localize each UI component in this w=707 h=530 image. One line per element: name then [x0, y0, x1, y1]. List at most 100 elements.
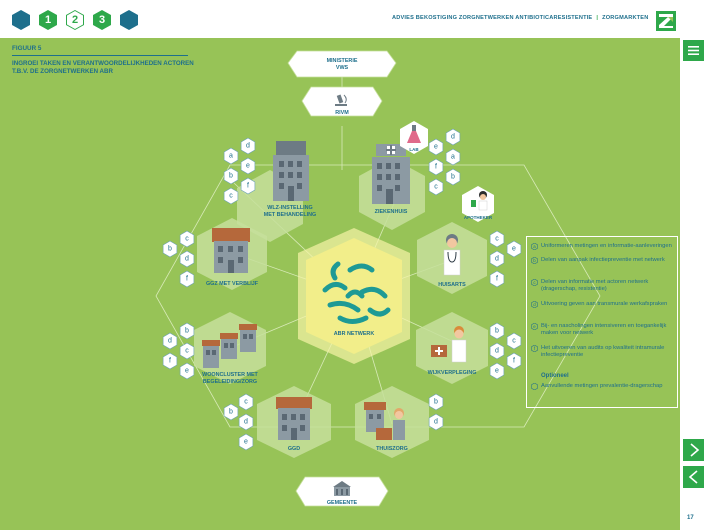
letter-badge-huisarts-c: [489, 230, 505, 248]
rivm-label: RIVM: [335, 110, 349, 116]
letter-badge-wijk-e: [489, 362, 505, 380]
letter-badge-woon-d: [162, 332, 178, 350]
legend-item: f Het uitvoeren van audits op kwaliteit i…: [531, 345, 674, 359]
letter-badge-wijk-f: [506, 352, 522, 370]
hexagon-icon: [531, 383, 538, 390]
letter-badge-wlz-f: [240, 177, 256, 195]
wlz-sublabel: MET BEHANDELING: [264, 212, 316, 218]
ministerie-sublabel: VWS: [336, 65, 349, 71]
svg-text:c: c: [533, 280, 536, 285]
lab-label: LAB: [409, 147, 419, 152]
chapter-nav-item-4[interactable]: [120, 10, 138, 30]
wlz-label: WLZ-INSTELLING: [267, 205, 313, 211]
letter-badge-wlz-b: [223, 167, 239, 185]
center-label: ABR NETWERK: [334, 331, 375, 337]
letter-badge-ziekenhuis-d: [445, 128, 461, 146]
pharmacist-icon: [471, 191, 488, 211]
letter-badge-label: e: [246, 163, 250, 170]
letter-badge-wlz-d: [240, 137, 256, 155]
menu-button[interactable]: [683, 40, 704, 61]
actor-ziekenhuis: ZIEKENHUIS: [359, 144, 425, 230]
house-icon: [212, 228, 250, 273]
svg-text:a: a: [533, 244, 536, 249]
letter-badge-label: d: [168, 338, 172, 345]
apotheker-label: APOTHEKER: [464, 215, 493, 220]
houses-icon: [202, 324, 257, 368]
legend-item: c Delen van informatie met actoren netwer…: [531, 279, 674, 293]
letter-badge-ziekenhuis-e: [428, 138, 444, 156]
legend-optional-heading: Optioneel: [541, 373, 569, 379]
hexagon-icon: e: [531, 323, 538, 330]
letter-badge-label: b: [185, 328, 189, 335]
legend-item-text: Delen van aanpak infectiepreventie met n…: [541, 257, 665, 263]
letter-badge-woon-b: [179, 322, 195, 340]
letter-badge-ggz-d: [179, 250, 195, 268]
letter-badge-label: f: [435, 164, 437, 171]
letter-badge-label: d: [434, 419, 438, 426]
ggz-label: GGZ MET VERBLIJF: [206, 281, 259, 287]
actor-lab: LAB: [400, 121, 428, 154]
microscope-icon: [335, 94, 347, 106]
letter-badge-label: d: [185, 256, 189, 263]
ziekenhuis-label: ZIEKENHUIS: [375, 209, 408, 215]
wijk-label: WIJKVERPLEGING: [428, 370, 477, 376]
letter-badge-ggz-b: [162, 240, 178, 258]
letter-badge-thuiszorg-b: [428, 393, 444, 411]
letter-badge-ggd-c: [238, 393, 254, 411]
letter-badge-label: d: [495, 256, 499, 263]
letter-badge-woon-e: [179, 362, 195, 380]
document-header: ADVIES BEKOSTIGING ZORGNETWERKEN ANTIBIO…: [392, 15, 649, 21]
legend-item-text: Het uitvoeren van audits op kwaliteit in…: [541, 345, 665, 358]
bacteria-icon: [322, 261, 391, 324]
letter-badge-woon-c: [179, 342, 195, 360]
letter-badge-label: c: [185, 236, 189, 243]
letter-badge-label: c: [244, 399, 248, 406]
previous-page-button[interactable]: [683, 466, 704, 488]
ministerie-node: MINISTERIE VWS: [287, 50, 397, 78]
chapter-nav-item-3[interactable]: 3: [93, 10, 111, 30]
letter-badge-label: a: [229, 153, 233, 160]
abr-network-center: ABR NETWERK: [298, 228, 410, 364]
actor-ggz: GGZ MET VERBLIJF: [197, 218, 267, 290]
next-page-button[interactable]: [683, 439, 704, 461]
letter-badge-label: f: [496, 276, 498, 283]
chapter-nav-item-1[interactable]: 1: [39, 10, 57, 30]
gemeente-label: GEMEENTE: [327, 500, 358, 506]
ggd-label: GGD: [288, 446, 300, 452]
letter-badge-ziekenhuis-f: [428, 158, 444, 176]
actor-huisarts: HUISARTS: [417, 222, 487, 294]
letter-badge-label: e: [434, 144, 438, 151]
letter-badge-label: e: [185, 368, 189, 375]
rivm-node: RIVM: [301, 86, 383, 117]
letter-badge-label: d: [451, 134, 455, 141]
letter-badge-ggd-b: [223, 403, 239, 421]
letter-badge-label: b: [495, 328, 499, 335]
chevron-right-icon: [689, 443, 699, 457]
flask-icon: [407, 125, 421, 143]
legend-item-text: Delen van informatie met actoren netwerk…: [541, 279, 649, 292]
letter-badge-huisarts-d: [489, 250, 505, 268]
ministerie-label: MINISTERIE: [327, 58, 358, 64]
thuiszorg-label: THUISZORG: [376, 446, 408, 452]
actor-apotheker: APOTHEKER: [462, 186, 494, 222]
svg-text:f: f: [534, 346, 536, 351]
letter-badge-wijk-b: [489, 322, 505, 340]
gemeente-node: GEMEENTE: [295, 476, 389, 507]
letter-badge-wijk-d: [489, 342, 505, 360]
letter-badge-label: d: [495, 348, 499, 355]
letter-badge-label: b: [451, 174, 455, 181]
letter-badge-ggd-d: [238, 413, 254, 431]
letter-badge-huisarts-e: [506, 240, 522, 258]
letter-badge-label: d: [244, 419, 248, 426]
chapter-nav-item-2[interactable]: 2: [66, 10, 84, 30]
woon-sublabel: BEGELEIDING/ZORG: [203, 379, 257, 385]
chapter-nav-item-0[interactable]: [12, 10, 30, 30]
actor-thuiszorg: THUISZORG: [355, 386, 429, 458]
letter-badge-label: c: [185, 348, 189, 355]
actor-woon: WOONCLUSTER MET BEGELEIDING/ZORG: [194, 312, 266, 385]
abr-network-diagram: MINISTERIE VWS RIVM ABR NETWERK: [155, 50, 601, 507]
letter-badge-label: f: [186, 276, 188, 283]
